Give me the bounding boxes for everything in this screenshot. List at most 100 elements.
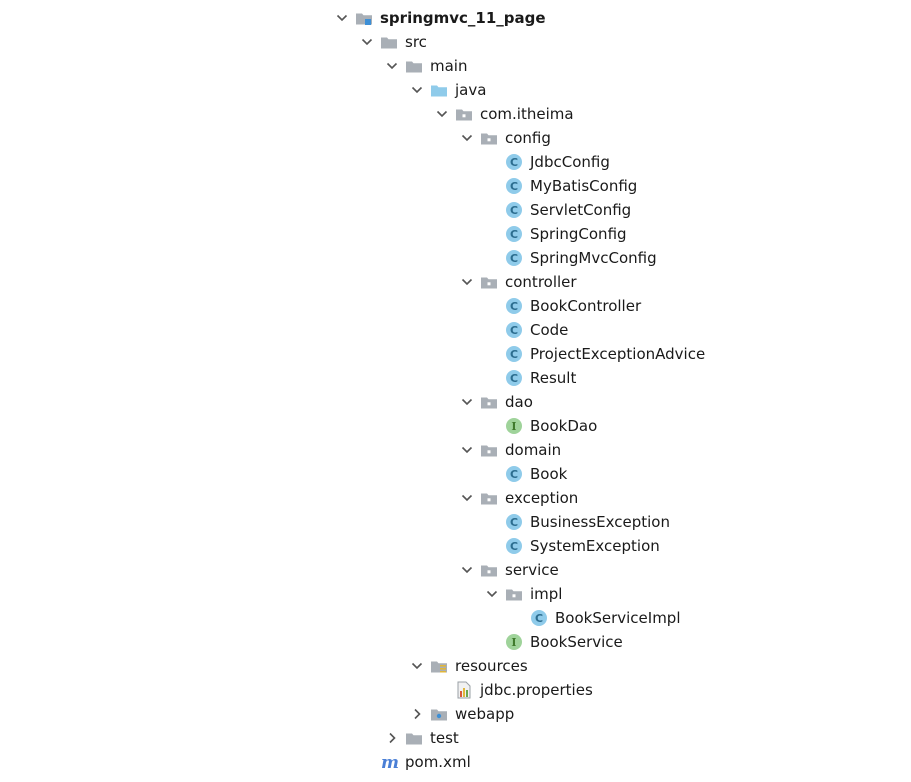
class-icon: C <box>505 249 523 267</box>
interface-icon: I <box>505 417 523 435</box>
chevron-down-icon[interactable] <box>459 270 475 294</box>
tree-node-label: BookController <box>530 297 642 315</box>
tree-node-label: domain <box>505 441 562 459</box>
tree-node-label: controller <box>505 273 577 291</box>
tree-node-BookController[interactable]: C BookController <box>0 294 911 318</box>
tree-node-Book[interactable]: C Book <box>0 462 911 486</box>
class-icon: C <box>505 369 523 387</box>
package-icon <box>480 273 498 291</box>
chevron-down-icon[interactable] <box>484 582 500 606</box>
class-icon: C <box>505 465 523 483</box>
tree-node-label: JdbcConfig <box>530 153 610 171</box>
tree-node-label: webapp <box>455 705 515 723</box>
chevron-down-icon[interactable] <box>409 654 425 678</box>
tree-node-impl[interactable]: impl <box>0 582 911 606</box>
tree-node-label: Code <box>530 321 569 339</box>
chevron-down-icon[interactable] <box>359 30 375 54</box>
svg-text:C: C <box>535 612 543 625</box>
tree-node-label: test <box>430 729 459 747</box>
tree-node-com-itheima[interactable]: com.itheima <box>0 102 911 126</box>
tree-node-java[interactable]: java <box>0 78 911 102</box>
chevron-down-icon[interactable] <box>459 558 475 582</box>
tree-node-label: ServletConfig <box>530 201 632 219</box>
maven-icon: m <box>380 753 399 773</box>
chevron-down-icon[interactable] <box>384 54 400 78</box>
tree-node-label: MyBatisConfig <box>530 177 638 195</box>
class-icon: C <box>505 297 523 315</box>
svg-text:C: C <box>510 372 518 385</box>
package-icon <box>480 489 498 507</box>
svg-text:C: C <box>510 324 518 337</box>
tree-node-label: jdbc.properties <box>480 681 593 699</box>
chevron-down-icon[interactable] <box>459 390 475 414</box>
tree-node-JdbcConfig[interactable]: C JdbcConfig <box>0 150 911 174</box>
chevron-down-icon[interactable] <box>334 6 350 30</box>
folder-icon <box>380 33 398 51</box>
tree-node-main[interactable]: main <box>0 54 911 78</box>
chevron-down-icon[interactable] <box>459 126 475 150</box>
tree-node-dao[interactable]: dao <box>0 390 911 414</box>
chevron-right-icon[interactable] <box>409 702 425 726</box>
svg-text:C: C <box>510 204 518 217</box>
class-icon: C <box>505 345 523 363</box>
tree-node-webapp[interactable]: webapp <box>0 702 911 726</box>
tree-node-label: springmvc_11_page <box>380 9 546 27</box>
tree-node-src[interactable]: src <box>0 30 911 54</box>
tree-node-service[interactable]: service <box>0 558 911 582</box>
package-icon <box>480 561 498 579</box>
tree-node-label: BookDao <box>530 417 598 435</box>
svg-text:C: C <box>510 228 518 241</box>
tree-node-Code[interactable]: C Code <box>0 318 911 342</box>
tree-node-test[interactable]: test <box>0 726 911 750</box>
svg-text:C: C <box>510 540 518 553</box>
tree-node-pom-xml[interactable]: m pom.xml <box>0 750 911 774</box>
chevron-down-icon[interactable] <box>459 438 475 462</box>
svg-text:C: C <box>510 300 518 313</box>
chevron-down-icon[interactable] <box>409 78 425 102</box>
tree-node-label: pom.xml <box>405 753 471 771</box>
tree-node-BookDao[interactable]: I BookDao <box>0 414 911 438</box>
tree-node-label: Result <box>530 369 577 387</box>
tree-node-ServletConfig[interactable]: C ServletConfig <box>0 198 911 222</box>
chevron-right-icon[interactable] <box>384 726 400 750</box>
tree-node-root[interactable]: springmvc_11_page <box>0 6 911 30</box>
svg-text:m: m <box>381 753 399 771</box>
tree-node-BookServiceImpl[interactable]: C BookServiceImpl <box>0 606 911 630</box>
tree-node-Result[interactable]: C Result <box>0 366 911 390</box>
svg-text:C: C <box>510 156 518 169</box>
class-icon: C <box>505 201 523 219</box>
resources-folder-icon <box>430 657 448 675</box>
tree-node-controller[interactable]: controller <box>0 270 911 294</box>
tree-node-label: BookServiceImpl <box>555 609 681 627</box>
web-folder-icon <box>430 705 448 723</box>
tree-node-resources[interactable]: resources <box>0 654 911 678</box>
class-icon: C <box>505 321 523 339</box>
tree-node-label: java <box>455 81 487 99</box>
package-icon <box>455 105 473 123</box>
tree-node-domain[interactable]: domain <box>0 438 911 462</box>
tree-node-MyBatisConfig[interactable]: C MyBatisConfig <box>0 174 911 198</box>
svg-text:C: C <box>510 468 518 481</box>
svg-text:C: C <box>510 180 518 193</box>
tree-node-label: Book <box>530 465 568 483</box>
chevron-down-icon[interactable] <box>459 486 475 510</box>
tree-node-label: main <box>430 57 468 75</box>
folder-icon <box>405 57 423 75</box>
tree-node-exception[interactable]: exception <box>0 486 911 510</box>
svg-text:I: I <box>511 420 516 433</box>
tree-node-label: config <box>505 129 551 147</box>
tree-node-config[interactable]: config <box>0 126 911 150</box>
properties-file-icon <box>455 681 473 699</box>
chevron-down-icon[interactable] <box>434 102 450 126</box>
tree-node-label: resources <box>455 657 528 675</box>
tree-node-jdbc-properties[interactable]: jdbc.properties <box>0 678 911 702</box>
tree-node-label: dao <box>505 393 533 411</box>
interface-icon: I <box>505 633 523 651</box>
